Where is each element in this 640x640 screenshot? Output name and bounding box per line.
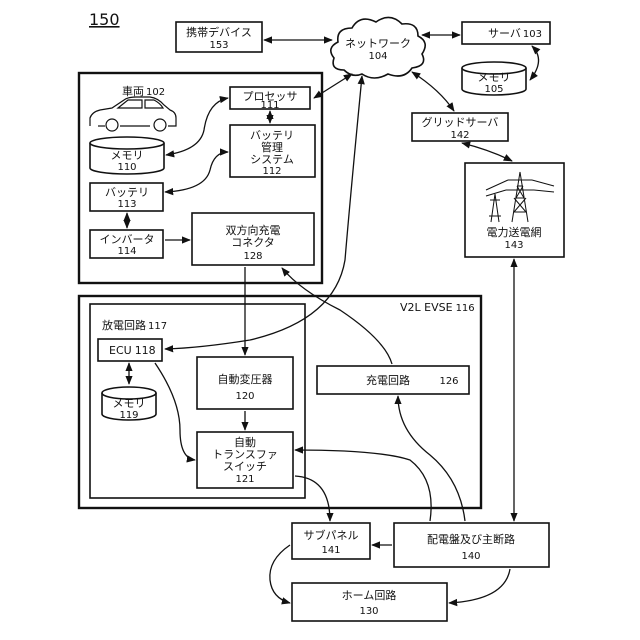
connector-line1: 双方向充電 [226,223,281,237]
charging-circuit-label: 充電回路 [366,373,410,387]
transfer-switch-line1: 自動 [234,435,256,449]
main-panel-ref: 140 [461,551,480,562]
portable-device-label: 携帯デバイス [186,25,252,39]
car-icon [90,97,176,131]
server-label: サーバ103 [488,27,542,40]
home-circuit-ref: 130 [359,606,378,617]
network-label: ネットワーク [345,37,411,50]
grid-server-label: グリッドサーバ [422,115,499,129]
server-memory-arrow [530,46,539,80]
network-processor-arrow [314,74,352,98]
transfer-switch-line3: スイッチ [223,460,267,473]
main-panel-label: 配電盤及び主断路 [427,532,515,546]
network-ref: 104 [368,51,387,62]
inverter-ref: 114 [117,246,136,257]
figure-number: 150 [89,10,120,29]
grid-server-grid-arrow [462,143,512,161]
network-grid-server-arrow [412,72,454,111]
battery-bms-arrow [165,152,228,192]
vehicle-memory-label: メモリ [111,149,144,162]
battery-label: バッテリ [105,186,149,199]
battery-management-ref: 112 [262,166,281,177]
server-memory-label: メモリ [478,71,511,84]
auto-transformer-ref: 120 [235,391,254,402]
inverter-label: インバータ [100,233,155,246]
battery-management-line2: 管理 [261,140,283,154]
charging-circuit-ref: 126 [439,376,458,387]
transfer-switch-ref: 121 [235,474,254,485]
panel-switch-arrow [295,450,431,521]
evse-label: V2L EVSE116 [400,301,475,314]
vehicle-memory-ref: 110 [117,162,136,173]
server-memory-ref: 105 [484,84,503,95]
connector-line2: コネクタ [231,236,275,249]
portable-device-ref: 153 [209,40,228,51]
panel-home-arrow [449,569,510,603]
auto-transformer-label: 自動変圧器 [218,372,273,386]
power-grid-label: 電力送電網 [487,225,542,239]
discharge-circuit-label: 放電回路117 [102,318,167,332]
subpanel-label: サブパネル [304,528,359,542]
subpanel-home-arrow [270,545,290,603]
battery-management-line3: システム [250,153,294,166]
battery-ref: 113 [117,199,136,210]
subpanel-ref: 141 [321,545,340,556]
home-circuit-label: ホーム回路 [342,589,397,602]
power-grid-ref: 143 [504,240,523,251]
processor-ref: 111 [260,100,279,111]
ecu-memory-ref: 119 [119,410,138,421]
vehicle-label: 車両102 [122,84,165,98]
grid-server-ref: 142 [450,130,469,141]
ecu-memory-label: メモリ [113,397,146,410]
ecu-switch-arrow [155,363,195,460]
connector-ref: 128 [243,251,262,262]
